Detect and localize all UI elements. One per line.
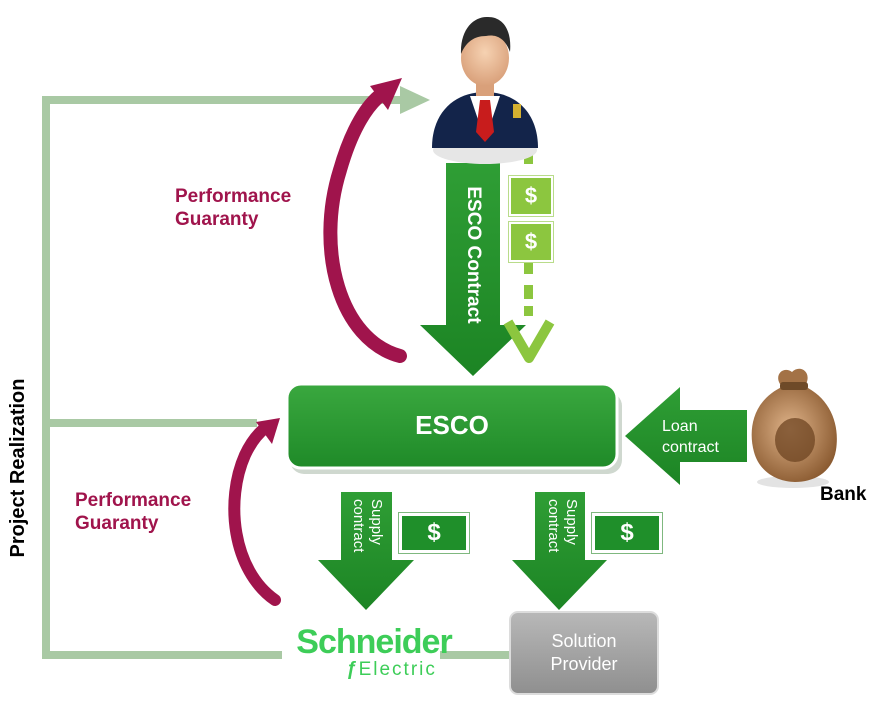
project-realization-label: Project Realization [7,378,29,558]
schneider-wordmark: Schneider [296,623,452,661]
bank-label: Bank [820,484,867,505]
loan-contract-arrow [625,387,747,485]
schneider-logo-mark-icon: ƒ [346,659,359,680]
project-realization-lines [42,86,512,659]
money-bag-icon [751,368,837,488]
dollar-badge-2: $ [509,222,553,262]
supply-contract-arrow-right [512,492,607,610]
electric-wordmark: ƒElectric [346,659,437,680]
loan-contract-label: Loan contract [662,418,719,456]
schneider-electric-logo: Schneider ƒElectric [286,624,462,680]
client-person-icon [432,16,538,164]
supply-contract-right-label: Supply contract [545,499,580,553]
dollar-bill-right: $ [592,513,662,553]
esco-contract-arrow [420,163,526,376]
supply-contract-left-label: Supply contract [350,499,385,553]
performance-guaranty-bottom-label: Performance Guaranty [75,490,192,534]
solution-provider-label: Solution Provider [550,631,618,674]
performance-arrow-top [323,78,407,363]
supply-contract-arrow-left [318,492,414,610]
dollar-bill-left: $ [399,513,469,553]
performance-arrow-bottom [228,418,281,606]
esco-contract-label: ESCO Contract [463,186,484,324]
performance-guaranty-top-label: Performance Guaranty [175,186,292,230]
esco-label: ESCO [415,410,489,440]
esco-box [285,382,619,470]
solution-provider-box [509,611,659,695]
dollar-badge-1: $ [509,176,553,216]
